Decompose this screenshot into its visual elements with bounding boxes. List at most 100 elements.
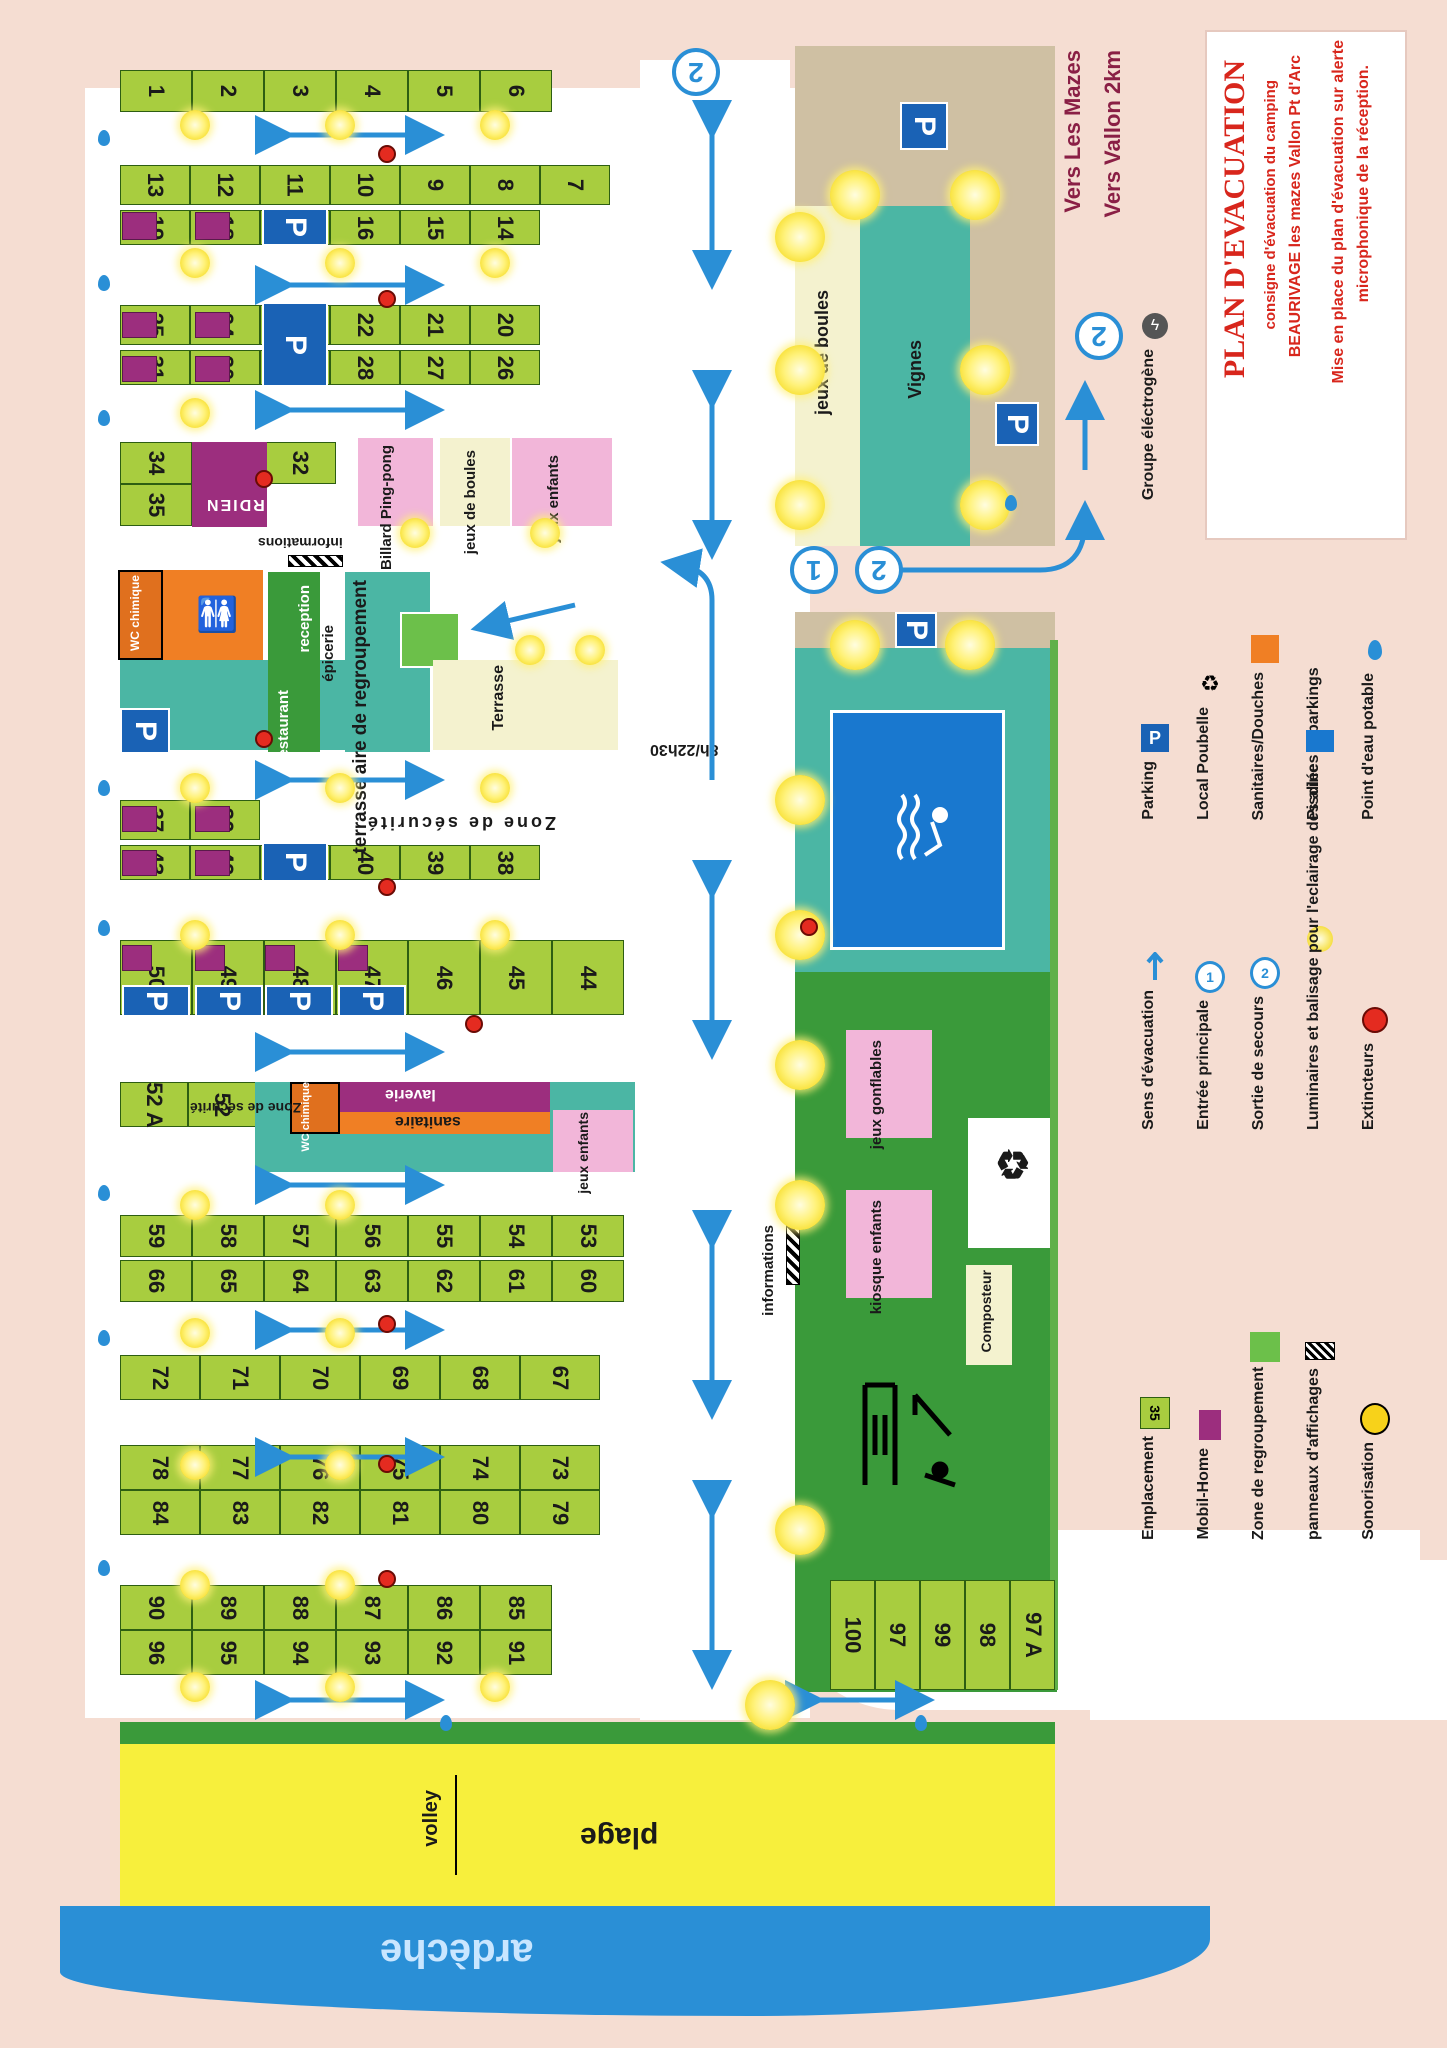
light-marker bbox=[945, 620, 995, 670]
plot: 27 bbox=[400, 350, 470, 385]
light-marker bbox=[325, 773, 355, 803]
kiosque-zone bbox=[846, 1190, 932, 1298]
legend-parking-icon: P bbox=[1140, 723, 1170, 753]
plot: 9 bbox=[400, 165, 470, 205]
plot: 79 bbox=[520, 1490, 600, 1535]
billard-zone bbox=[358, 438, 433, 526]
sanitaire-1 bbox=[163, 570, 263, 660]
light-marker bbox=[480, 248, 510, 278]
laverie-block bbox=[340, 1082, 550, 1112]
mobil-home bbox=[195, 212, 230, 240]
plot: 59 bbox=[120, 1215, 192, 1257]
plot: 61 bbox=[480, 1260, 552, 1302]
parking-sign: P bbox=[895, 612, 937, 648]
legend-groupe-text: Groupe éléctrogène bbox=[1140, 348, 1157, 500]
legend-eau-icon bbox=[1360, 635, 1390, 665]
light-marker bbox=[480, 920, 510, 950]
gardien-building bbox=[192, 442, 267, 527]
plot: 71 bbox=[200, 1355, 280, 1400]
light-marker bbox=[325, 110, 355, 140]
legend-sanitaires: Sanitaires/Douches bbox=[1250, 620, 1310, 820]
legend-mobil-home-text: Mobil-Home bbox=[1195, 1448, 1212, 1540]
legend-sens: Sens d'évacuation bbox=[1140, 930, 1200, 1130]
parking-sign: P bbox=[195, 985, 263, 1017]
vignes-area bbox=[860, 206, 970, 546]
legend-groupe-icon: ϟ bbox=[1140, 311, 1170, 341]
mobil-home bbox=[195, 806, 230, 832]
parking-sign: P bbox=[262, 842, 328, 882]
legend-sonorisation: Sonorisation bbox=[1360, 1340, 1420, 1540]
plot: 67 bbox=[520, 1355, 600, 1400]
legend-extincteurs-icon bbox=[1360, 1005, 1390, 1035]
legend-parking-text: Parking bbox=[1140, 761, 1157, 820]
plot: 12 bbox=[190, 165, 260, 205]
vers-les-mazes: Vers Les Mazes bbox=[1060, 50, 1085, 213]
plot: 2 bbox=[192, 70, 264, 112]
extinguisher-marker bbox=[800, 918, 818, 936]
plot: 91 bbox=[480, 1630, 552, 1675]
light-marker bbox=[480, 110, 510, 140]
plot: 82 bbox=[280, 1490, 360, 1535]
light-marker bbox=[480, 1672, 510, 1702]
extinguisher-marker bbox=[378, 1315, 396, 1333]
light-marker bbox=[775, 1180, 825, 1230]
mobil-home bbox=[122, 850, 157, 876]
legend-regroupement-text: Zone de regroupement bbox=[1250, 1366, 1267, 1540]
mobil-home bbox=[195, 945, 225, 971]
parking-sign: P bbox=[262, 208, 328, 246]
water-point-icon bbox=[98, 130, 110, 146]
sanitaire-1-icon: 🚻 bbox=[196, 596, 239, 634]
plot: 85 bbox=[480, 1585, 552, 1630]
light-marker bbox=[775, 910, 825, 960]
extinguisher-marker bbox=[378, 1455, 396, 1473]
light-marker bbox=[775, 212, 825, 262]
legend-affichages-icon bbox=[1305, 1340, 1335, 1362]
wc-chimique-2 bbox=[290, 1082, 340, 1134]
light-marker bbox=[180, 110, 210, 140]
plot: 92 bbox=[408, 1630, 480, 1675]
light-marker bbox=[400, 518, 430, 548]
legend-luminaires-text: Luminaires et balisage pour l'eclairage … bbox=[1305, 667, 1322, 1130]
mobil-home bbox=[122, 212, 157, 240]
entry-marker-1: 1 bbox=[790, 546, 838, 594]
light-marker bbox=[830, 170, 880, 220]
light-marker bbox=[325, 920, 355, 950]
water-point-icon bbox=[98, 920, 110, 936]
plot: 97 bbox=[875, 1580, 920, 1690]
exit-marker-2: 2 bbox=[672, 48, 720, 96]
plot: 44 bbox=[552, 940, 624, 1015]
title-line2: BEAURIVAGE les mazes Vallon Pt d'Arc bbox=[1287, 55, 1304, 358]
plot: 54 bbox=[480, 1215, 552, 1257]
legend-eau-text: Point d'eau potable bbox=[1360, 673, 1377, 820]
plot: 26 bbox=[470, 350, 540, 385]
mobil-home bbox=[265, 945, 295, 971]
plot: 13 bbox=[120, 165, 190, 205]
plot: 64 bbox=[264, 1260, 336, 1302]
plot: 90 bbox=[120, 1585, 192, 1630]
plot: 21 bbox=[400, 305, 470, 345]
plot: 46 bbox=[408, 940, 480, 1015]
light-marker bbox=[180, 398, 210, 428]
extinguisher-marker bbox=[378, 1570, 396, 1588]
light-marker bbox=[950, 170, 1000, 220]
legend-groupe: Groupe éléctrogène ϟ bbox=[1140, 300, 1200, 500]
jeux-gonflables-zone bbox=[846, 1030, 932, 1138]
composteur-zone bbox=[966, 1265, 1012, 1365]
exit-marker-2b: 2 bbox=[855, 546, 903, 594]
water-point-icon bbox=[98, 1560, 110, 1576]
light-marker bbox=[775, 480, 825, 530]
plot: 55 bbox=[408, 1215, 480, 1257]
parking-sign: P bbox=[265, 985, 333, 1017]
wc-chimique-1 bbox=[118, 570, 163, 660]
light-marker bbox=[180, 773, 210, 803]
mobil-home bbox=[122, 806, 157, 832]
plot: 38 bbox=[470, 845, 540, 880]
plot: 7 bbox=[540, 165, 610, 205]
legend-piscine-text: Piscine bbox=[1305, 763, 1322, 820]
legend-poubelle-icon: ♻ bbox=[1200, 671, 1220, 697]
title-main: PLAN D'EVACUATION bbox=[1218, 60, 1251, 379]
plot: 56 bbox=[336, 1215, 408, 1257]
